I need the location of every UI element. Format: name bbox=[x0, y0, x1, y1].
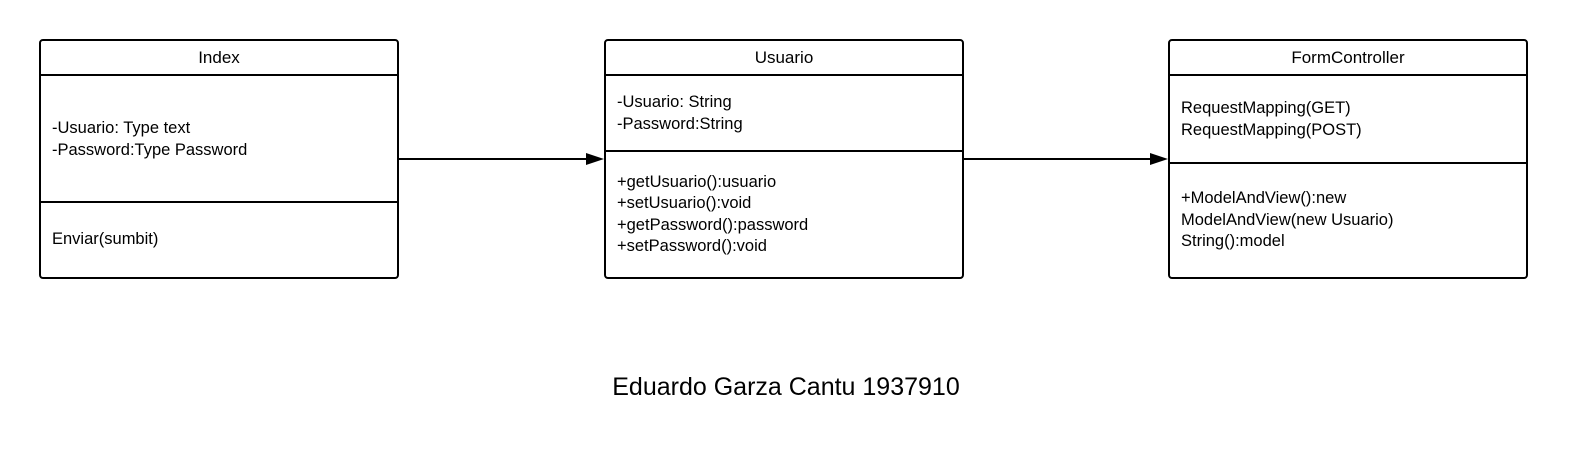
attribute-usuario: -Usuario: String bbox=[617, 93, 732, 111]
class-name-formcontroller: FormController bbox=[1170, 41, 1526, 76]
attributes-compartment-usuario: -Usuario: String -Password:String bbox=[606, 76, 962, 151]
operations-compartment-formcontroller: +ModelAndView():new ModelAndView(new Usu… bbox=[1170, 164, 1526, 277]
author-caption: Eduardo Garza Cantu 1937910 bbox=[612, 373, 960, 401]
operations-compartment-index: Enviar(sumbit) bbox=[41, 203, 397, 277]
compartment-divider-usuario bbox=[606, 150, 962, 152]
operation-get-password: +getPassword():password bbox=[617, 215, 809, 234]
arrow-usuario-to-formcontroller bbox=[964, 153, 1168, 165]
attribute-password: -Password:Type Password bbox=[52, 140, 248, 159]
attribute-password: -Password:String bbox=[617, 114, 743, 133]
operation-get-usuario: +getUsuario():usuario bbox=[617, 172, 777, 191]
operations-compartment-usuario: +getUsuario():usuario +setUsuario():void… bbox=[606, 152, 962, 277]
class-name-index: Index bbox=[41, 41, 397, 76]
compartment-divider-formcontroller bbox=[1170, 162, 1526, 164]
class-box-usuario: Usuario -Usuario: String -Password:Strin… bbox=[604, 39, 964, 279]
compartment-divider-index bbox=[41, 201, 397, 203]
arrowhead-icon bbox=[586, 153, 604, 165]
class-box-index: Index -Usuario: Type text -Password:Type… bbox=[39, 39, 399, 279]
operation-string-model: String():model bbox=[1181, 232, 1285, 251]
operation-set-usuario: +setUsuario():void bbox=[617, 194, 752, 212]
class-box-formcontroller: FormController RequestMapping(GET) Reque… bbox=[1168, 39, 1528, 279]
arrowhead-icon bbox=[1150, 153, 1168, 165]
attributes-compartment-index: -Usuario: Type text -Password:Type Passw… bbox=[41, 76, 397, 203]
attributes-compartment-formcontroller: RequestMapping(GET) RequestMapping(POST) bbox=[1170, 76, 1526, 163]
operation-model-and-view-new-usuario: ModelAndView(new Usuario) bbox=[1181, 210, 1394, 229]
class-name-usuario: Usuario bbox=[606, 41, 962, 76]
attribute-request-mapping-post: RequestMapping(POST) bbox=[1181, 120, 1362, 139]
operation-enviar: Enviar(sumbit) bbox=[52, 230, 159, 249]
operation-model-and-view: +ModelAndView():new bbox=[1181, 189, 1347, 208]
attribute-usuario: -Usuario: Type text bbox=[52, 119, 191, 137]
attribute-request-mapping-get: RequestMapping(GET) bbox=[1181, 99, 1351, 117]
operation-set-password: +setPassword():void bbox=[617, 237, 767, 255]
arrow-index-to-usuario bbox=[399, 153, 604, 165]
